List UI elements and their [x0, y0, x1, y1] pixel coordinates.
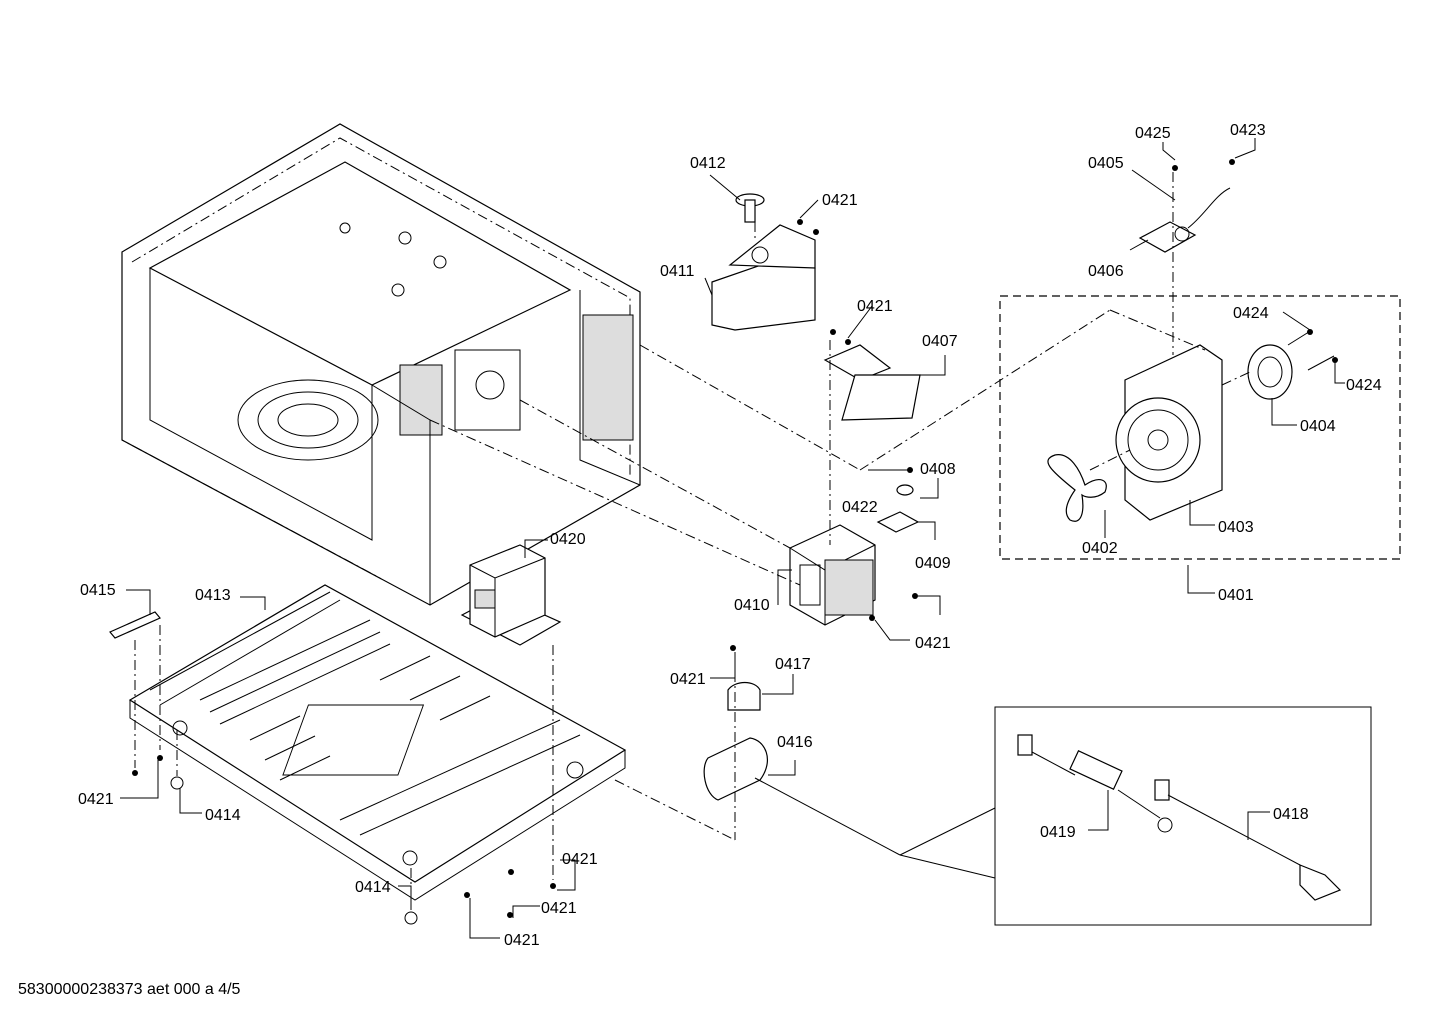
label-0416: 0416	[777, 734, 813, 751]
harness-0418-drawing	[1154, 779, 1342, 901]
bracket-0411-drawing	[711, 224, 816, 331]
oven-cavity-drawing	[121, 123, 641, 606]
fan-blade-0402-drawing	[1047, 454, 1107, 522]
label-0422: 0422	[842, 499, 878, 516]
harness-detail-box	[994, 706, 1372, 926]
label-0421-f: 0421	[562, 851, 598, 868]
label-0404: 0404	[1300, 418, 1336, 435]
label-0407: 0407	[922, 333, 958, 350]
construction-lines	[134, 172, 1251, 910]
label-0424-a: 0424	[1233, 305, 1269, 322]
label-0405: 0405	[1088, 155, 1124, 172]
fan-housing-0403-drawing	[1115, 344, 1223, 521]
label-0414-b: 0414	[355, 879, 391, 896]
leader-lines	[120, 138, 1345, 939]
label-0414-a: 0414	[205, 807, 241, 824]
label-0423: 0423	[1230, 122, 1266, 139]
plate-0409-drawing	[876, 511, 920, 533]
harness-0419-drawing	[1017, 734, 1173, 833]
label-0412: 0412	[690, 155, 726, 172]
transformer-0420-drawing	[460, 544, 562, 646]
magnetron-0410-drawing	[789, 524, 876, 626]
label-0411: 0411	[660, 263, 695, 280]
thermostat-0408-drawing	[896, 484, 914, 496]
label-0406: 0406	[1088, 263, 1124, 280]
part-labels: 0401 0402 0403 0404 0405 0406 0407 0408 …	[78, 122, 1382, 949]
label-0402: 0402	[1082, 540, 1118, 557]
bracket-0415-drawing	[109, 611, 161, 639]
label-0425: 0425	[1135, 125, 1171, 142]
label-0421-h: 0421	[504, 932, 540, 949]
label-0410: 0410	[734, 597, 770, 614]
label-0421-g: 0421	[541, 900, 577, 917]
label-0418: 0418	[1273, 806, 1309, 823]
bracket-0407-drawing	[823, 344, 921, 421]
board-0406-drawing	[1138, 187, 1231, 253]
label-0421-c: 0421	[915, 635, 951, 652]
label-0409: 0409	[915, 555, 951, 572]
label-0421-b: 0421	[857, 298, 893, 315]
label-0421-d: 0421	[670, 671, 706, 688]
label-0413: 0413	[195, 587, 231, 604]
fan-assembly-box	[999, 295, 1401, 560]
capacitor-0416-drawing	[703, 737, 901, 856]
motor-0404-drawing	[1247, 344, 1293, 400]
label-0403: 0403	[1218, 519, 1254, 536]
base-plate-drawing	[128, 584, 627, 901]
label-0420: 0420	[550, 531, 586, 548]
label-0419: 0419	[1040, 824, 1076, 841]
label-0401: 0401	[1218, 587, 1254, 604]
label-0424-b: 0424	[1346, 377, 1382, 394]
label-0421-a: 0421	[822, 192, 858, 209]
label-0408: 0408	[920, 461, 956, 478]
document-id: 58300000238373 aet 000 a 4/5	[18, 981, 241, 998]
label-0421-e: 0421	[78, 791, 114, 808]
fasteners	[132, 159, 1338, 925]
label-0415: 0415	[80, 582, 116, 599]
clip-0417-drawing	[727, 681, 761, 711]
cap-0412-drawing	[735, 193, 765, 223]
label-0417: 0417	[775, 656, 811, 673]
